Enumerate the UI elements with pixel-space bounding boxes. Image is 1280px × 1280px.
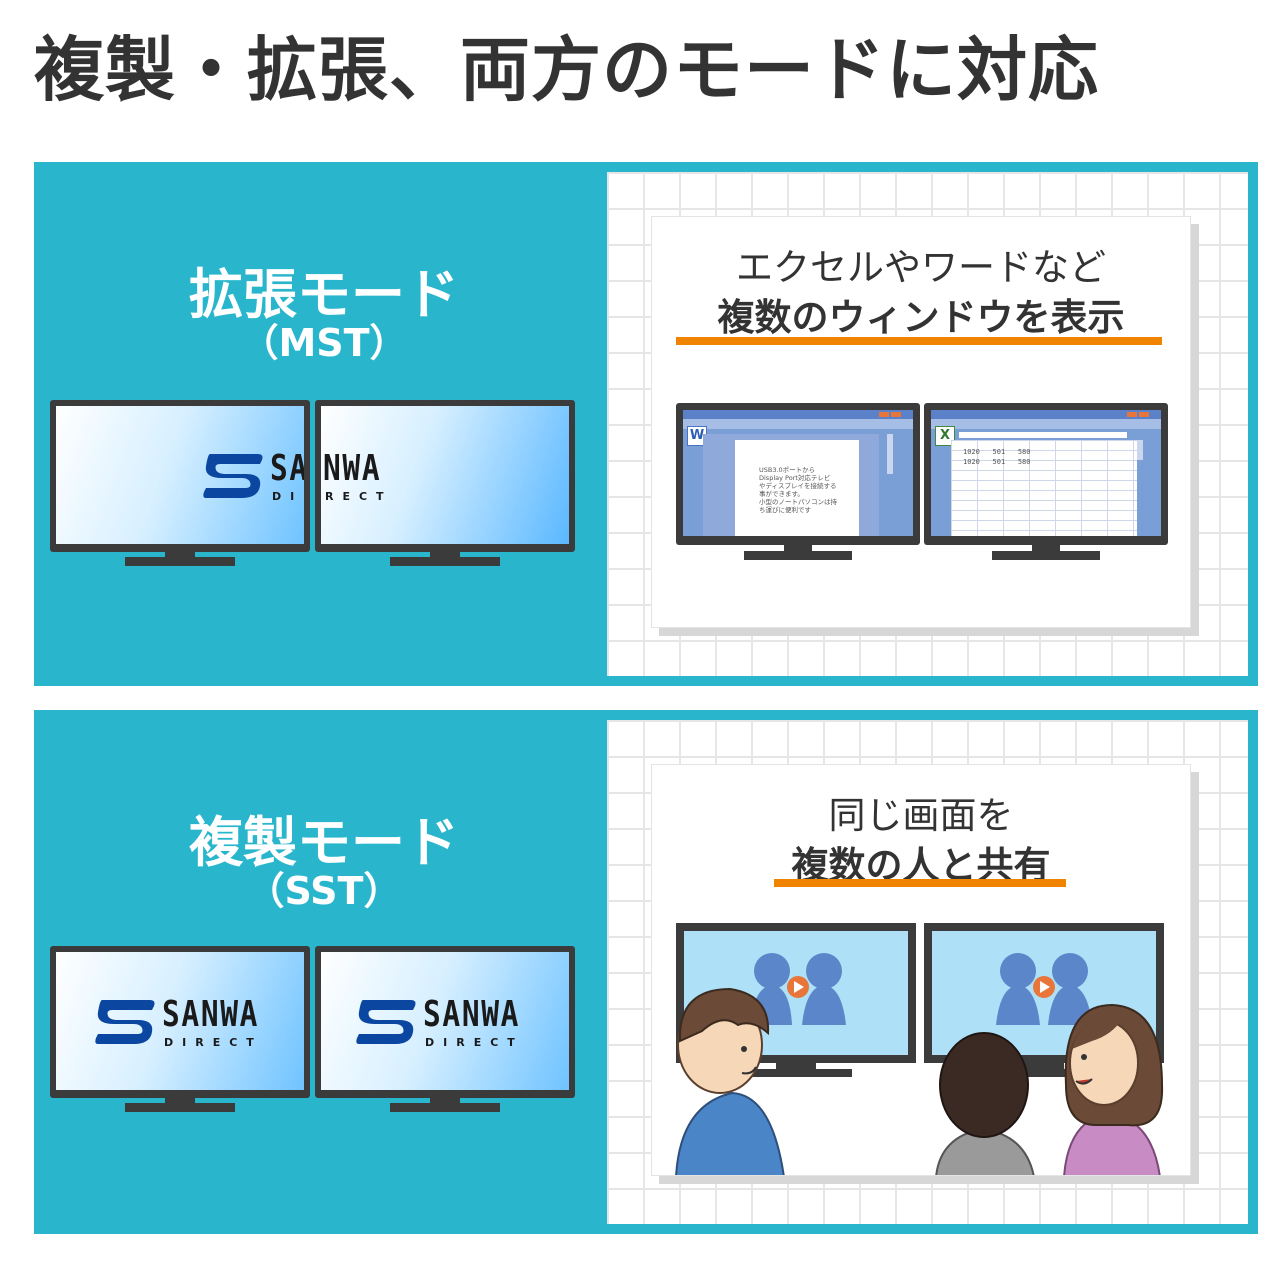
extended-card-line2: 複数のウィンドウを表示 <box>717 296 1125 339</box>
logo-subtext: DIRECT <box>425 1036 524 1049</box>
sanwa-logo-icon <box>203 454 263 498</box>
extended-card-line1: エクセルやワードなど <box>736 246 1106 289</box>
logo-text-part2: NWA <box>323 448 382 489</box>
duplicate-info-card: 同じ画面を 複数の人と共有 <box>651 764 1191 1176</box>
logo-subtext-part1: DI <box>272 490 304 503</box>
person-man-left <box>675 987 785 1175</box>
logo-text: SANWA <box>423 994 521 1035</box>
extended-mode-panel: 拡張モード （MST） SA DI NWA RECT エクセルやワードなど 複数… <box>34 162 1258 686</box>
duplicate-mode-title: 複製モード <box>189 811 459 874</box>
people-watching-screens-illustration <box>675 923 1164 1175</box>
extended-mode-title: 拡張モード <box>189 263 459 326</box>
duplicate-mode-subtitle: （SST） <box>246 869 402 913</box>
excel-icon: X <box>935 426 955 446</box>
sanwa-logo-icon <box>356 1000 416 1044</box>
extended-info-card: エクセルやワードなど 複数のウィンドウを表示 W USB3.0ポートから Dis… <box>651 216 1191 628</box>
highlight-underline <box>676 337 1162 345</box>
sheet-row-1: 1020 501 580 <box>963 448 1031 456</box>
logo-subtext: DIRECT <box>164 1036 263 1049</box>
duplicate-mode-panel: 複製モード （SST） SANWA DIRECT SANWA DIRECT 同じ… <box>34 710 1258 1234</box>
highlight-underline <box>774 879 1066 887</box>
page-title: 複製・拡張、両方のモードに対応 <box>34 29 1099 111</box>
person-boy-back <box>935 1032 1035 1175</box>
person-woman-right <box>1063 1003 1164 1175</box>
word-icon: W <box>687 426 707 446</box>
extended-illustration: エクセルやワードなど 複数のウィンドウを表示 W USB3.0ポートから Dis… <box>607 172 1248 676</box>
logo-text-part1: SA <box>270 448 304 489</box>
sanwa-logo-icon <box>95 1000 155 1044</box>
document-text: USB3.0ポートから Display Port対応テレビ やディスプレイを接続… <box>759 466 837 514</box>
duplicate-card-line1: 同じ画面を <box>828 794 1014 837</box>
duplicate-illustration: 同じ画面を 複数の人と共有 <box>607 720 1248 1224</box>
logo-subtext-part2: RECT <box>325 490 393 503</box>
extended-mode-subtitle: （MST） <box>240 321 408 365</box>
sheet-row-2: 1020 501 580 <box>963 458 1031 466</box>
logo-text: SANWA <box>162 994 260 1035</box>
